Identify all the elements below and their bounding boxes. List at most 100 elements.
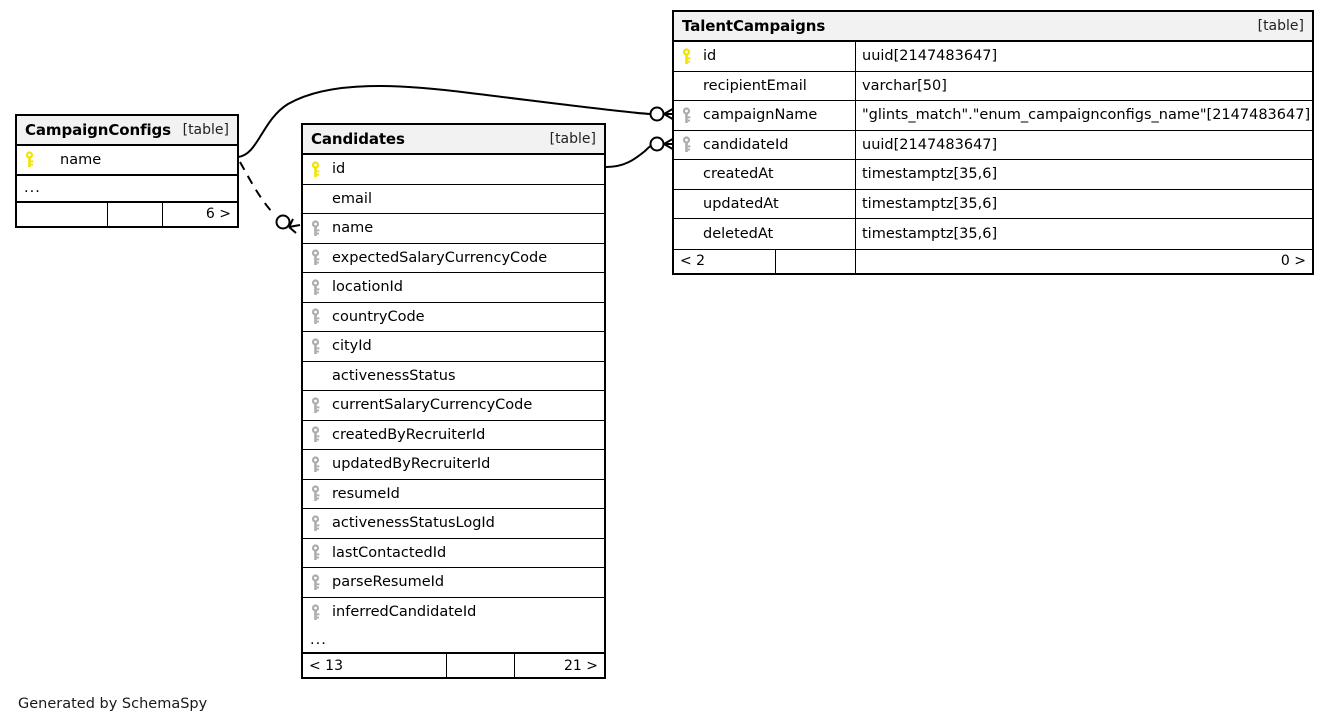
column-row-id[interactable]: id uuid[2147483647] — [674, 42, 1312, 72]
column-row-recipientEmail[interactable]: recipientEmail varchar[50] — [674, 71, 1312, 101]
column-name-label: cityId — [332, 338, 372, 355]
column-row-name[interactable]: name — [17, 146, 237, 176]
column-name-label: countryCode — [332, 308, 425, 325]
foreign-key-icon — [310, 308, 331, 325]
foreign-key-icon — [310, 604, 331, 621]
column-name-cell: recipientEmail — [674, 72, 855, 101]
column-type-cell: timestamptz[35,6] — [855, 160, 1312, 189]
foreign-key-icon — [681, 107, 702, 124]
primary-key-icon — [310, 161, 331, 178]
column-name-cell: id — [674, 42, 855, 71]
relationship-candidates-talentcampaigns — [605, 136, 677, 168]
column-name-label: campaignName — [703, 107, 818, 124]
foreign-key-icon — [310, 574, 331, 591]
table-talentcampaigns[interactable]: TalentCampaigns [table] id uuid[214748364… — [672, 10, 1314, 275]
table-header-talentcampaigns: TalentCampaigns [table] — [674, 12, 1312, 42]
column-row-email[interactable]: email — [303, 185, 604, 214]
column-name-label: id — [703, 48, 717, 65]
column-type-label: uuid[2147483647] — [862, 136, 998, 153]
column-name-cell: locationId — [303, 273, 604, 302]
foreign-key-icon — [310, 220, 331, 237]
column-row-createdAt[interactable]: createdAt timestamptz[35,6] — [674, 160, 1312, 190]
column-row-updatedByRecruiterId[interactable]: updatedByRecruiterId — [303, 450, 604, 480]
column-row-campaignName[interactable]: campaignName "glints_match"."enum_campaig… — [674, 101, 1312, 131]
footer-middle — [446, 654, 514, 677]
table-type-tag: [table] — [182, 122, 229, 138]
column-name-cell: activenessStatusLogId — [303, 509, 604, 538]
foreign-key-icon — [310, 338, 331, 355]
column-name-cell: resumeId — [303, 480, 604, 509]
table-footer-campaignconfigs: 6 > — [17, 201, 237, 226]
column-name-label: lastContactedId — [332, 544, 447, 561]
column-row-locationId[interactable]: locationId — [303, 273, 604, 303]
column-type-cell: varchar[50] — [855, 71, 1312, 100]
column-row-activenessStatusLogId[interactable]: activenessStatusLogId — [303, 509, 604, 539]
column-type-label: "glints_match"."enum_campaignconfigs_nam… — [862, 107, 1311, 124]
table-footer-candidates: < 13 21 > — [303, 653, 604, 677]
foreign-key-icon — [310, 426, 331, 443]
relationship-campaignconfigs-candidates — [239, 161, 301, 234]
footer-next-relations[interactable]: 6 > — [162, 202, 237, 226]
foreign-key-icon — [310, 515, 331, 532]
column-row-inferredCandidateId[interactable]: inferredCandidateId — [303, 598, 604, 628]
footer-prev-relations[interactable]: < 13 — [309, 657, 343, 674]
foreign-key-icon — [310, 397, 331, 414]
column-name-label: id — [332, 161, 346, 178]
column-name-cell: email — [303, 185, 604, 214]
column-name-cell: lastContactedId — [303, 539, 604, 568]
column-type-label: timestamptz[35,6] — [862, 195, 998, 212]
table-title: CampaignConfigs — [25, 121, 172, 139]
column-name-cell: expectedSalaryCurrencyCode — [303, 244, 604, 273]
column-row-currentSalaryCurrencyCode[interactable]: currentSalaryCurrencyCode — [303, 391, 604, 421]
footer-prev-relations[interactable] — [17, 203, 107, 226]
footer-prev-relations[interactable]: < 2 — [680, 253, 706, 269]
foreign-key-icon — [310, 544, 331, 561]
column-row-id[interactable]: id — [303, 155, 604, 185]
foreign-key-icon — [310, 456, 331, 473]
column-name-cell: campaignName — [674, 101, 855, 130]
column-row-name[interactable]: name — [303, 214, 604, 244]
generated-by-caption: Generated by SchemaSpy — [18, 696, 208, 712]
table-header-candidates: Candidates [table] — [303, 125, 604, 155]
column-row-lastContactedId[interactable]: lastContactedId — [303, 539, 604, 568]
column-name-label: createdByRecruiterId — [332, 426, 486, 443]
column-name-label: candidateId — [703, 136, 789, 153]
column-row-createdByRecruiterId[interactable]: createdByRecruiterId — [303, 421, 604, 450]
table-type-tag: [table] — [1257, 18, 1304, 34]
column-row-cityId[interactable]: cityId — [303, 332, 604, 362]
column-type-label: timestamptz[35,6] — [862, 166, 998, 183]
column-name-label: inferredCandidateId — [332, 604, 477, 621]
column-name-cell: candidateId — [674, 131, 855, 160]
table-campaignconfigs[interactable]: CampaignConfigs [table] name ... 6 > — [15, 114, 239, 228]
column-name-cell: currentSalaryCurrencyCode — [303, 391, 604, 420]
foreign-key-icon — [310, 279, 331, 296]
foreign-key-icon — [310, 249, 331, 266]
column-row-resumeId[interactable]: resumeId — [303, 480, 604, 509]
column-name-cell: name — [303, 214, 604, 243]
column-name-label: deletedAt — [703, 225, 774, 242]
column-row-expectedSalaryCurrencyCode[interactable]: expectedSalaryCurrencyCode — [303, 244, 604, 273]
column-row-countryCode[interactable]: countryCode — [303, 303, 604, 332]
column-name-label: updatedByRecruiterId — [332, 456, 491, 473]
column-name-label: createdAt — [703, 166, 774, 183]
column-name-label: name — [60, 151, 102, 168]
column-name-cell: activenessStatus — [303, 362, 604, 391]
footer-next-relations[interactable]: 0 > — [855, 249, 1312, 273]
column-row-candidateId[interactable]: candidateId uuid[2147483647] — [674, 130, 1312, 160]
footer-next-relations[interactable]: 21 > — [514, 654, 604, 677]
column-type-cell: uuid[2147483647] — [855, 42, 1312, 71]
column-row-activenessStatus[interactable]: activenessStatus — [303, 362, 604, 391]
column-type-cell: timestamptz[35,6] — [855, 189, 1312, 218]
column-name-cell: deletedAt — [674, 219, 855, 249]
column-type-cell: "glints_match"."enum_campaignconfigs_nam… — [855, 101, 1312, 130]
column-type-label: varchar[50] — [862, 77, 947, 94]
column-name-cell: createdByRecruiterId — [303, 421, 604, 450]
column-row-parseResumeId[interactable]: parseResumeId — [303, 568, 604, 598]
column-name-label: email — [332, 190, 372, 207]
column-name-cell: inferredCandidateId — [303, 598, 604, 628]
